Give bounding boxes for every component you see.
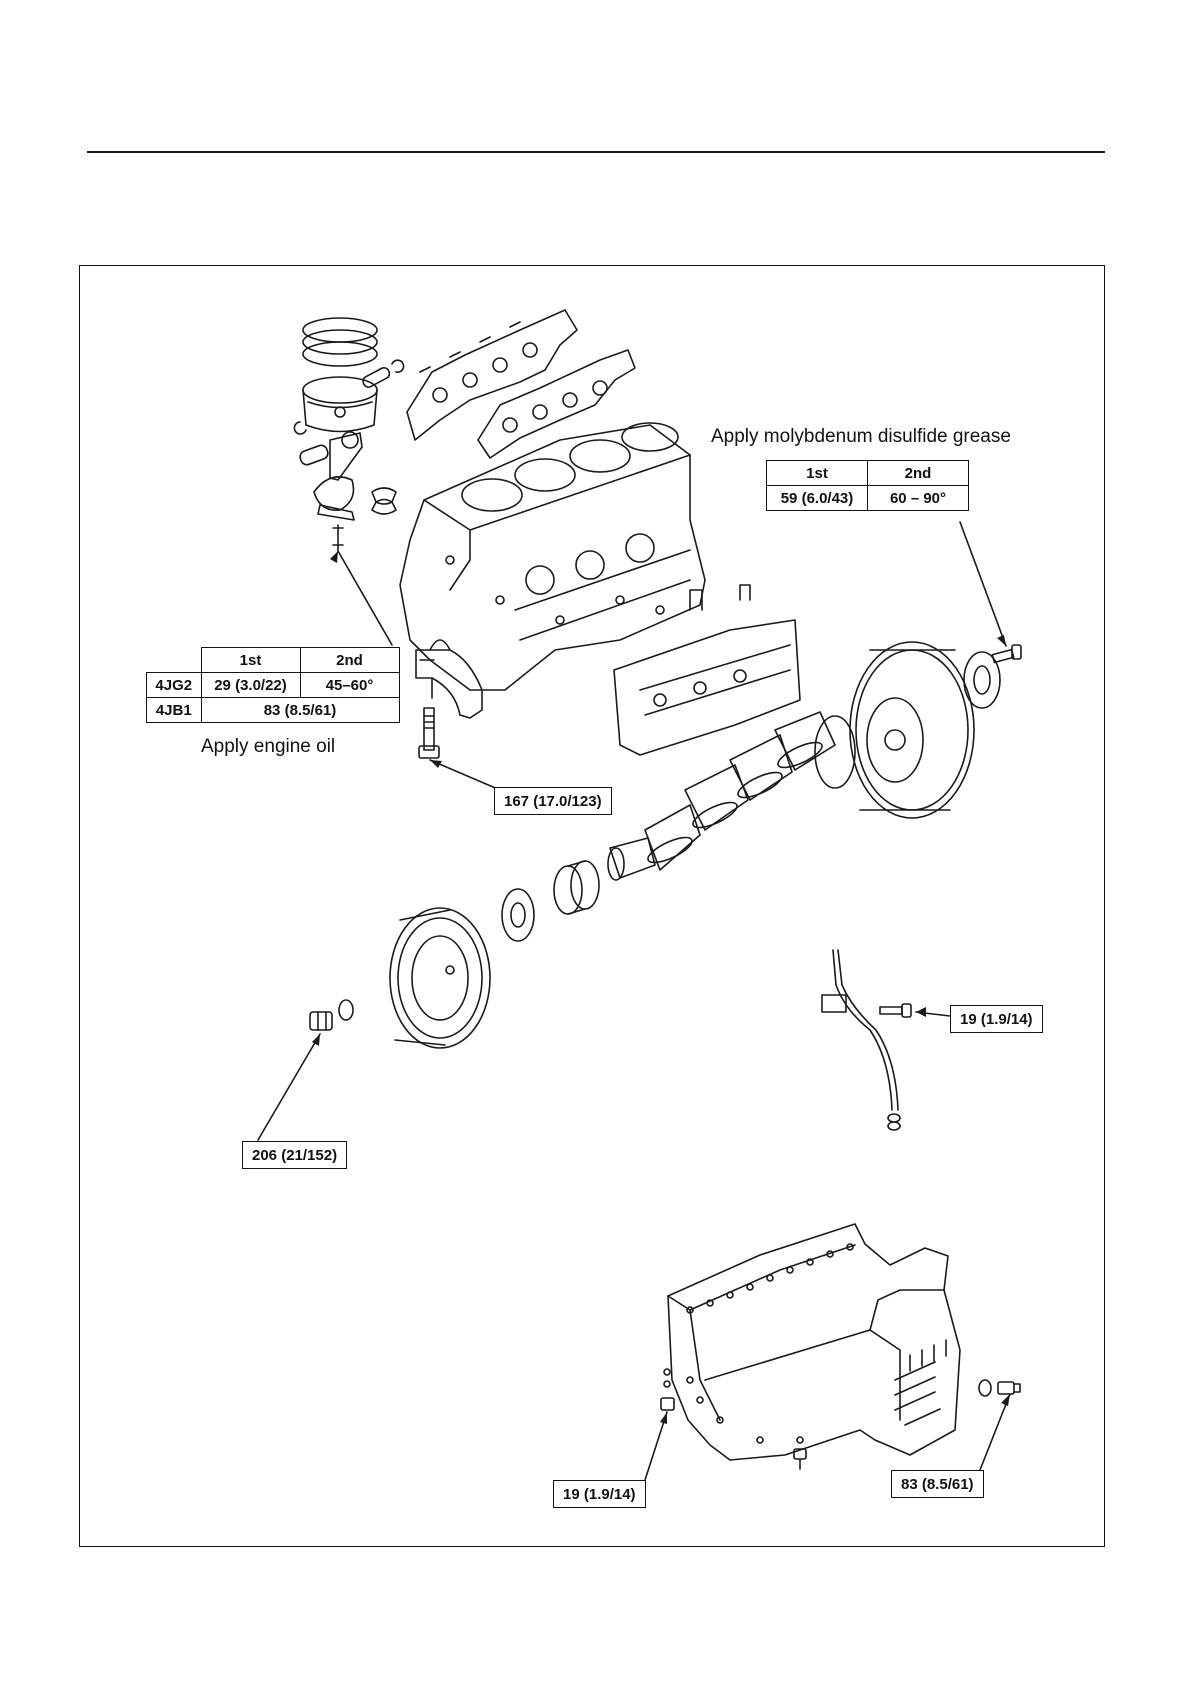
flywheel-bolt-torque-table: 1st 2nd 59 (6.0/43) 60 – 90° xyxy=(766,460,969,511)
torque-1st: 59 (6.0/43) xyxy=(767,486,868,511)
timing-gear-illustration xyxy=(554,861,599,914)
oil-pan-illustration xyxy=(668,1224,960,1460)
dipstick-bolt-torque-box: 19 (1.9/14) xyxy=(950,1005,1043,1033)
oil-seal-illustration xyxy=(502,889,534,941)
arrowhead-conrod xyxy=(330,551,338,563)
upper-gasket-illustration xyxy=(407,310,577,440)
crank-pulley-illustration xyxy=(390,908,490,1048)
header-2nd: 2nd xyxy=(868,461,969,486)
torque-2nd: 45–60° xyxy=(300,673,399,698)
pulley-bolt-illustration xyxy=(310,1000,353,1030)
piston-rings-illustration xyxy=(303,318,377,366)
flywheel-illustration xyxy=(850,642,974,818)
arrowhead-dipstick xyxy=(916,1007,926,1017)
engine-oil-caption: Apply engine oil xyxy=(201,736,335,758)
lower-crankcase-illustration xyxy=(614,585,800,755)
torque-2nd: 60 – 90° xyxy=(868,486,969,511)
leader-flywheel-bolt xyxy=(960,522,1006,646)
piston-illustration xyxy=(294,360,403,434)
leader-drain-plug xyxy=(980,1394,1010,1470)
torque-value: 83 (8.5/61) xyxy=(201,698,399,723)
conrod-torque-table: 1st 2nd 4JG2 29 (3.0/22) 45–60° 4JB1 83 … xyxy=(146,647,400,723)
model-label: 4JB1 xyxy=(147,698,202,723)
torque-1st: 29 (3.0/22) xyxy=(201,673,300,698)
crankshaft-illustration xyxy=(608,712,855,880)
model-label: 4JG2 xyxy=(147,673,202,698)
pulley-bolt-torque-box: 206 (21/152) xyxy=(242,1141,347,1169)
arrowhead-oil-pan-nut xyxy=(660,1412,667,1424)
connecting-rod-illustration xyxy=(298,432,396,551)
grease-caption: Apply molybdenum disulfide grease xyxy=(711,426,1011,448)
main-bearing-torque-box: 167 (17.0/123) xyxy=(494,787,612,815)
leader-conrod-bolt xyxy=(338,551,392,645)
leader-main-bolt xyxy=(430,760,500,790)
flywheel-bolt-illustration xyxy=(992,645,1021,662)
header-1st: 1st xyxy=(767,461,868,486)
header-1st: 1st xyxy=(201,648,300,673)
arrowhead-drain-plug xyxy=(1001,1394,1010,1406)
dipstick-tube-illustration xyxy=(822,950,900,1130)
main-bearing-bolt-illustration xyxy=(419,708,439,758)
header-2nd: 2nd xyxy=(300,648,399,673)
drain-plug-illustration xyxy=(979,1380,1020,1396)
drain-plug-torque-box: 83 (8.5/61) xyxy=(891,1470,984,1498)
arrowhead-main xyxy=(430,760,442,768)
dipstick-bolt-illustration xyxy=(880,1004,911,1017)
arrowhead-flywheel xyxy=(997,635,1006,646)
leader-pulley-bolt xyxy=(258,1034,320,1140)
oil-pan-nut-torque-box: 19 (1.9/14) xyxy=(553,1480,646,1508)
